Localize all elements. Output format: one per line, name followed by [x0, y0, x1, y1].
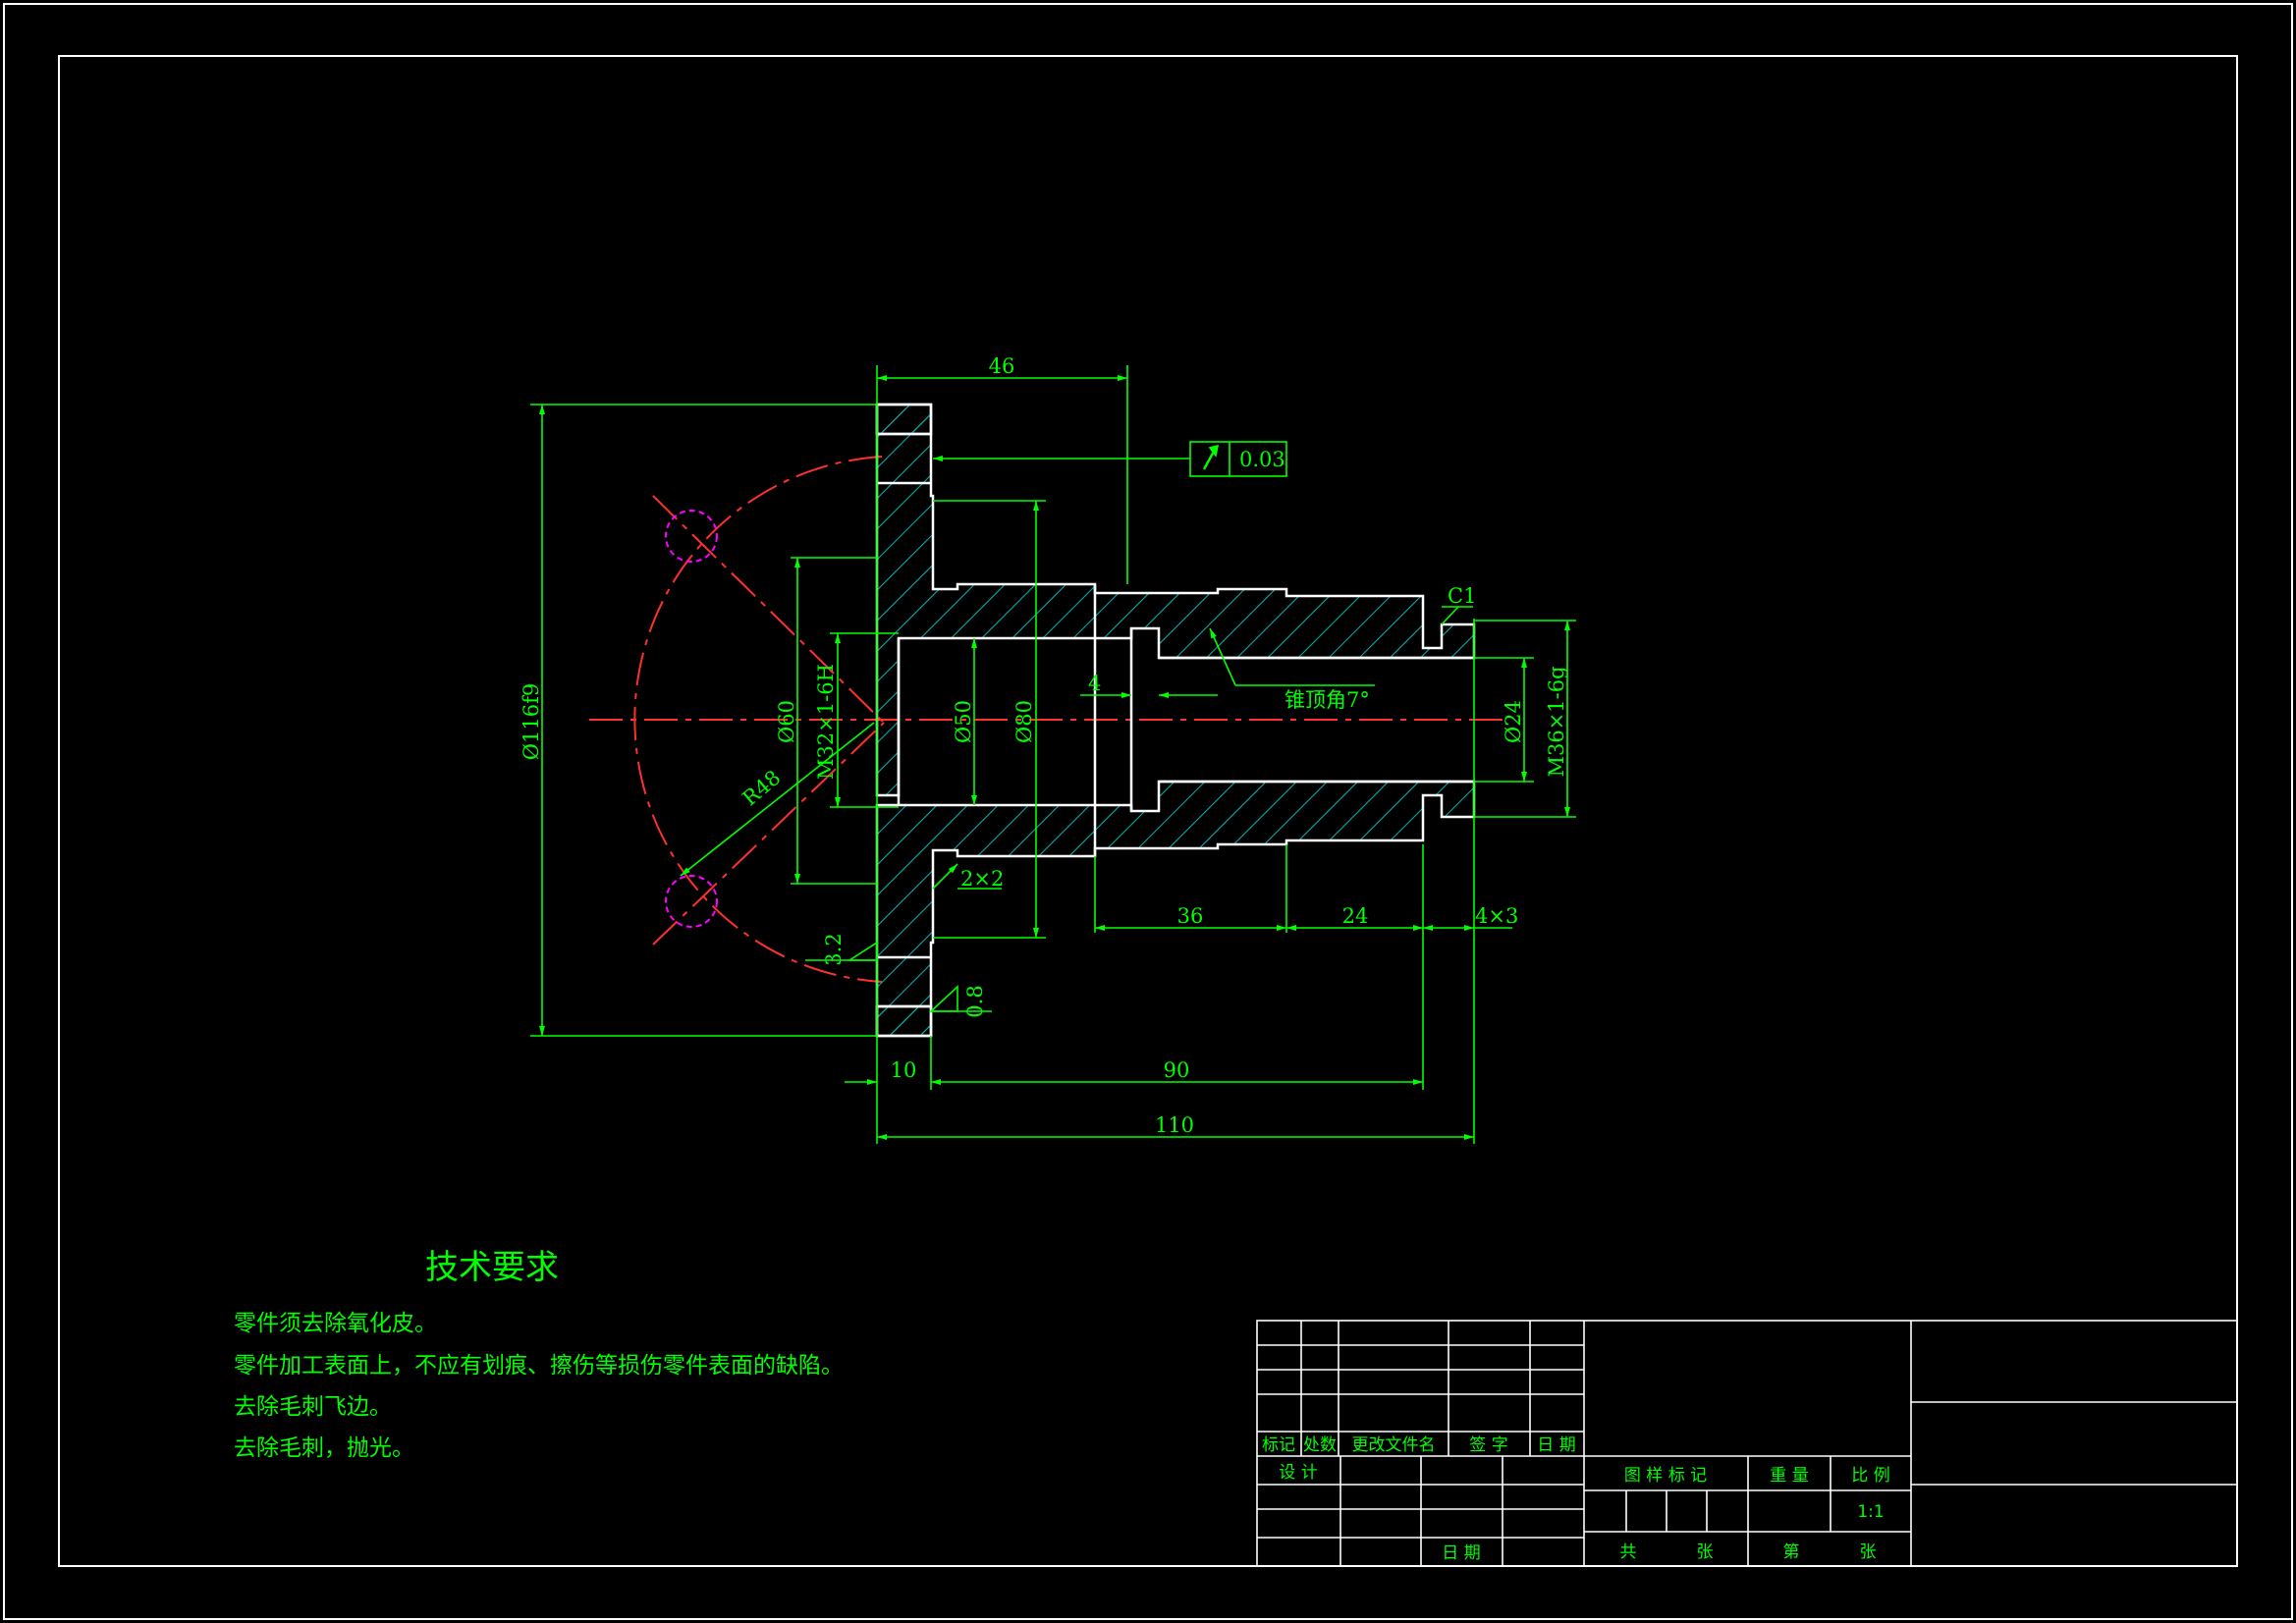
tech-line: 去除毛刺，抛光。: [234, 1435, 414, 1461]
tb-scale-label: 比 例: [1851, 1466, 1889, 1486]
dim-46: 46: [989, 354, 1015, 378]
tb-mark: 标记: [1262, 1435, 1295, 1455]
tech-line: 零件加工表面上，不应有划痕、擦伤等损伤零件表面的缺陷。: [234, 1353, 844, 1379]
roughness-0-8: 0.8: [963, 985, 987, 1017]
dim-36: 36: [1177, 904, 1204, 928]
dim-chamfer-2x2: 2×2: [960, 867, 1004, 891]
dim-dia80: Ø80: [1012, 700, 1036, 743]
dim-c1: C1: [1448, 584, 1476, 608]
tb-scale-value: 1:1: [1857, 1502, 1884, 1522]
dim-90: 90: [1164, 1058, 1190, 1082]
tb-count: 处数: [1303, 1435, 1337, 1455]
roughness-3-2: 3.2: [822, 933, 846, 965]
dim-groove-4x3: 4×3: [1475, 904, 1518, 928]
tb-pattern-mark: 图 样 标 记: [1624, 1466, 1707, 1486]
centerlines: [589, 456, 1503, 983]
tb-design: 设 计: [1279, 1463, 1317, 1483]
tb-total: 共: [1620, 1542, 1637, 1562]
taper-note: 锥顶角7°: [1285, 688, 1370, 712]
tb-sign: 签 字: [1469, 1435, 1507, 1455]
outer-frame: [3, 3, 2293, 1620]
dim-110: 110: [1155, 1113, 1194, 1137]
tb-date: 日 期: [1537, 1435, 1575, 1455]
dim-dia24: Ø24: [1502, 700, 1525, 743]
tech-title: 技术要求: [425, 1248, 559, 1287]
technical-requirements: 技术要求 零件须去除氧化皮。 零件加工表面上，不应有划痕、擦伤等损伤零件表面的缺…: [234, 1248, 844, 1461]
tech-line: 去除毛刺飞边。: [234, 1394, 392, 1420]
dimension-lines: [530, 365, 1576, 1144]
dim-r48: R48: [738, 766, 785, 811]
dim-dia116: Ø116f9: [519, 683, 543, 760]
tb-nth: 第: [1783, 1542, 1800, 1562]
tb-file: 更改文件名: [1352, 1435, 1436, 1455]
dim-dia60: Ø60: [775, 700, 798, 743]
part-outline: [877, 432, 1474, 1008]
dim-m32: M32×1-6H: [814, 664, 838, 780]
dim-24: 24: [1342, 904, 1369, 928]
part-section: [875, 403, 1476, 1038]
dim-m36: M36×1-6g: [1545, 666, 1568, 777]
tb-sheet: 张: [1697, 1542, 1714, 1562]
runout-tolerance-frame: [1189, 441, 1287, 477]
dim-10: 10: [891, 1058, 917, 1082]
tech-line: 零件须去除氧化皮。: [234, 1311, 437, 1336]
dimension-texts: 46 0.03 C1 4 锥顶角7° Ø116f9 Ø60 M32×1-6H Ø…: [519, 354, 1568, 1137]
title-block: [1256, 1320, 2238, 1567]
bolt-hole-icon: [665, 510, 718, 928]
tolerance-value: 0.03: [1239, 448, 1285, 471]
tb-date-bottom: 日 期: [1442, 1543, 1480, 1563]
tb-weight: 重 量: [1770, 1466, 1808, 1486]
dim-dia50: Ø50: [952, 700, 975, 743]
tb-sheet-2: 张: [1860, 1542, 1877, 1562]
title-block-texts: 标记 处数 更改文件名 签 字 日 期 设 计 日 期 图 样 标 记 重 量 …: [1262, 1435, 1890, 1563]
dim-4: 4: [1088, 672, 1101, 695]
drawing-frame: [58, 55, 2238, 1567]
